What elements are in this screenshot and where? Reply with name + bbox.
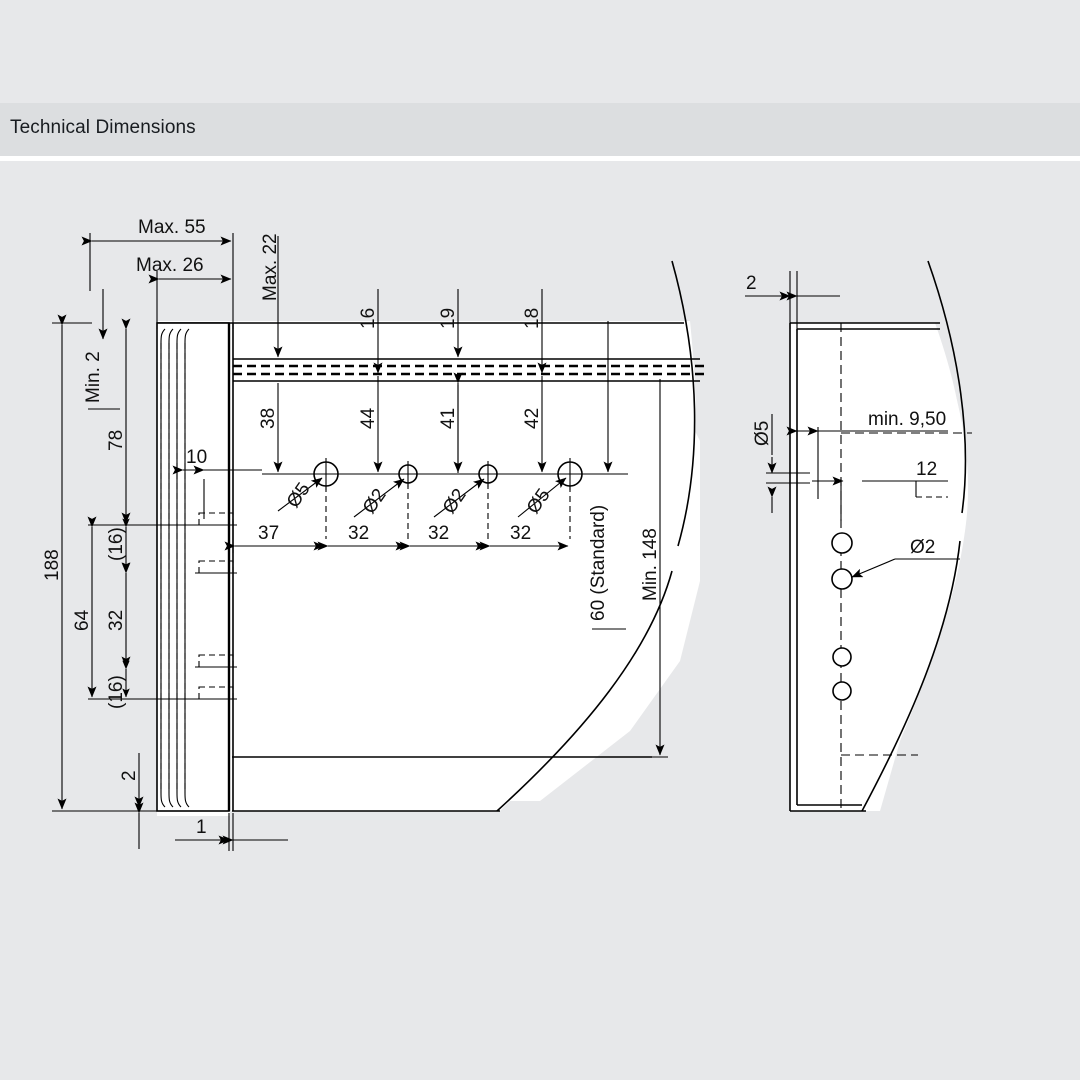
label-max-55: Max. 55 (138, 217, 206, 238)
label-19-top: 19 (438, 308, 459, 329)
dim-64: 64 (72, 516, 200, 700)
label-32a: 32 (348, 523, 369, 544)
dim-78: 78 (106, 318, 131, 524)
dim-min-148: Min. 148 (608, 379, 668, 758)
label-max-26: Max. 26 (136, 255, 204, 276)
label-2-bottom: 2 (119, 770, 140, 781)
label-min-148: Min. 148 (640, 528, 661, 601)
side-view: 2 Ø5 min. 9,50 (745, 260, 972, 812)
label-10: 10 (186, 447, 207, 468)
label-1-bottom: 1 (196, 817, 207, 838)
dim-max-55: Max. 55 (81, 217, 234, 329)
label-188: 188 (42, 549, 63, 581)
label-32c: 32 (510, 523, 531, 544)
label-min-950: min. 9,50 (868, 409, 946, 430)
label-max-22: Max. 22 (260, 233, 281, 301)
label-38: 38 (258, 408, 279, 429)
label-32-left: 32 (106, 610, 127, 631)
dim-1-bottom: 1 (175, 813, 288, 851)
dim-188: 188 (42, 314, 200, 812)
dim-38: 38 (258, 383, 283, 473)
label-78: 78 (106, 430, 127, 451)
label-32b: 32 (428, 523, 449, 544)
dim-12-side: 12 (812, 459, 948, 521)
label-44: 44 (358, 407, 379, 429)
dim-16-lower: (16) (106, 660, 130, 709)
label-64: 64 (72, 609, 93, 631)
label-2-side: 2 (746, 273, 757, 294)
header-band (0, 103, 1080, 156)
dim-2-side: 2 (745, 271, 840, 331)
dim-row-spacings: 37 32 32 32 (224, 521, 569, 553)
dim-16-upper: (16) (106, 518, 130, 572)
label-42: 42 (522, 408, 543, 429)
dim-16-top: 16 (358, 289, 383, 374)
label-60-standard: 60 (Standard) (588, 505, 609, 621)
page-title: Technical Dimensions (10, 117, 196, 138)
front-view-body (156, 260, 706, 816)
side-view-holes (831, 532, 853, 701)
label-min-2: Min. 2 (83, 351, 104, 403)
dim-min-2: Min. 2 (83, 289, 120, 410)
label-37: 37 (258, 523, 279, 544)
dim-min-950: min. 9,50 (786, 409, 948, 499)
dim-max-22: Max. 22 (260, 233, 283, 358)
label-d2-side: Ø2 (910, 537, 935, 558)
dim-2-bottom: 2 (119, 753, 144, 849)
label-16-lower: (16) (106, 675, 127, 709)
technical-drawing-canvas: .ln{stroke:#000;fill:none;} .thin{stroke… (42, 217, 972, 851)
leaf-slots (195, 512, 237, 700)
dim-32-left: 32 (106, 562, 131, 668)
leader-d2-side: Ø2 (851, 537, 960, 578)
dim-18-top: 18 (522, 289, 547, 374)
label-16-upper: (16) (106, 527, 127, 561)
rail-lines (233, 358, 706, 382)
dim-d5-side: Ø5 (752, 414, 810, 513)
label-18-top: 18 (522, 308, 543, 329)
label-d5-side: Ø5 (752, 421, 773, 446)
dim-10: 10 (172, 447, 262, 519)
front-view: Max. 55 Max. 26 Max. 22 16 19 (42, 217, 706, 851)
dim-60-standard: 60 (Standard) (588, 321, 626, 630)
dim-max-26: Max. 26 (136, 255, 232, 329)
header-divider (0, 156, 1080, 161)
label-41: 41 (438, 408, 459, 429)
dim-42: 42 (522, 376, 547, 473)
label-16-top: 16 (358, 308, 379, 329)
dim-44: 44 (358, 376, 383, 473)
label-12-side: 12 (916, 459, 937, 480)
dim-41: 41 (438, 385, 463, 473)
